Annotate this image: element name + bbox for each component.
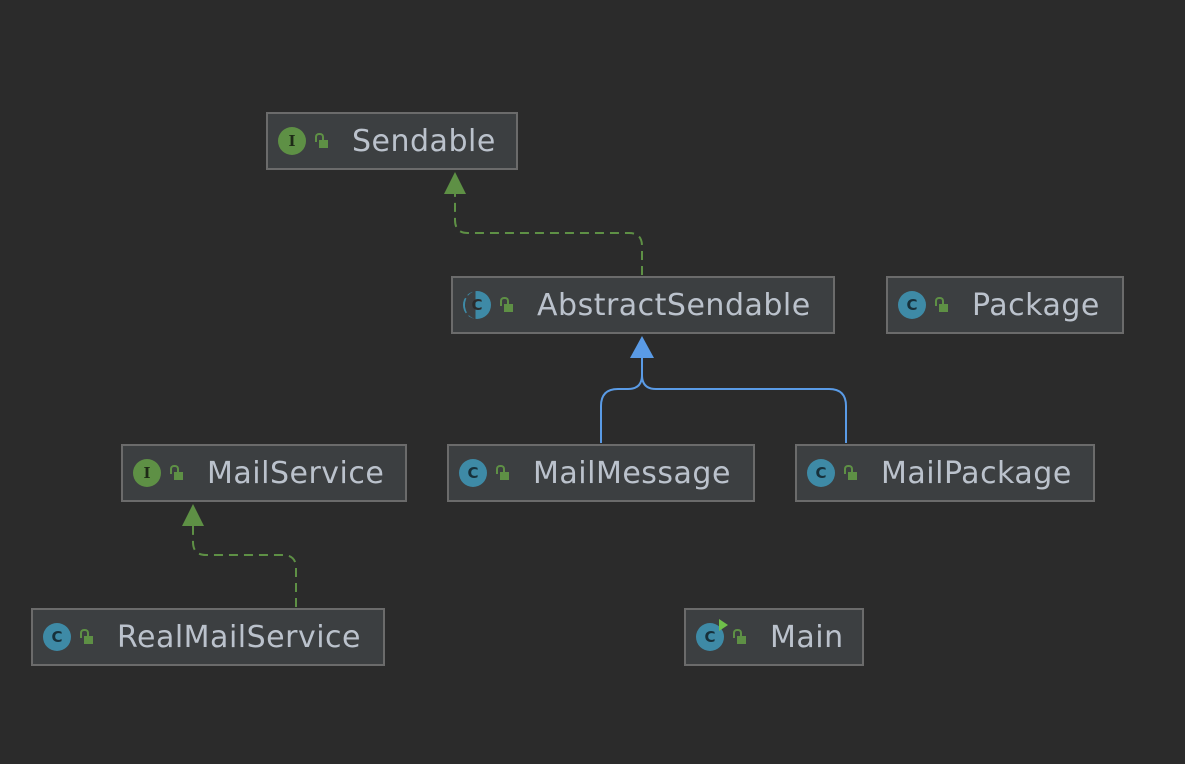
edge-real-mail-service-implements-mail-service	[192, 526, 297, 607]
interface-icon: I	[278, 127, 306, 155]
class-icon: C	[43, 623, 71, 651]
interface-icon: I	[133, 459, 161, 487]
node-mail-package[interactable]: C MailPackage	[795, 444, 1095, 502]
node-main[interactable]: C Main	[684, 608, 864, 666]
unlocked-icon	[732, 628, 750, 646]
kind-letter: C	[471, 296, 483, 314]
runnable-class-icon: C	[696, 619, 728, 651]
node-label: Sendable	[352, 123, 496, 159]
kind-letter: C	[906, 296, 918, 314]
node-sendable[interactable]: I Sendable	[266, 112, 518, 170]
unlocked-icon	[169, 464, 187, 482]
arrowhead-sendable	[444, 172, 466, 194]
node-mail-message[interactable]: C MailMessage	[447, 444, 755, 502]
kind-letter: C	[467, 464, 479, 482]
edge-mail-message-extends-abstract-sendable	[600, 358, 643, 443]
node-mail-service[interactable]: I MailService	[121, 444, 407, 502]
kind-letter: C	[51, 628, 63, 646]
node-package[interactable]: C Package	[886, 276, 1124, 334]
class-icon: C	[898, 291, 926, 319]
class-icon: C	[807, 459, 835, 487]
run-icon	[719, 619, 728, 631]
node-real-mail-service[interactable]: C RealMailService	[31, 608, 385, 666]
class-icon: C	[459, 459, 487, 487]
node-label: RealMailService	[117, 619, 361, 655]
unlocked-icon	[843, 464, 861, 482]
node-label: AbstractSendable	[537, 287, 811, 323]
kind-letter: C	[815, 464, 827, 482]
node-label: MailMessage	[533, 455, 731, 491]
kind-letter: I	[288, 132, 296, 150]
unlocked-icon	[79, 628, 97, 646]
node-label: Main	[770, 619, 844, 655]
abstract-class-icon: C	[463, 291, 491, 319]
node-label: MailPackage	[881, 455, 1072, 491]
edge-mail-package-extends-abstract-sendable	[641, 358, 847, 443]
node-label: MailService	[207, 455, 385, 491]
unlocked-icon	[934, 296, 952, 314]
node-label: Package	[972, 287, 1100, 323]
arrowhead-abstract-sendable	[630, 336, 654, 358]
unlocked-icon	[314, 132, 332, 150]
node-abstract-sendable[interactable]: C AbstractSendable	[451, 276, 835, 334]
edge-abstract-sendable-implements-sendable	[454, 194, 643, 275]
arrowhead-mail-service	[182, 504, 204, 526]
unlocked-icon	[495, 464, 513, 482]
kind-letter: C	[704, 628, 716, 646]
kind-letter: I	[143, 464, 151, 482]
unlocked-icon	[499, 296, 517, 314]
